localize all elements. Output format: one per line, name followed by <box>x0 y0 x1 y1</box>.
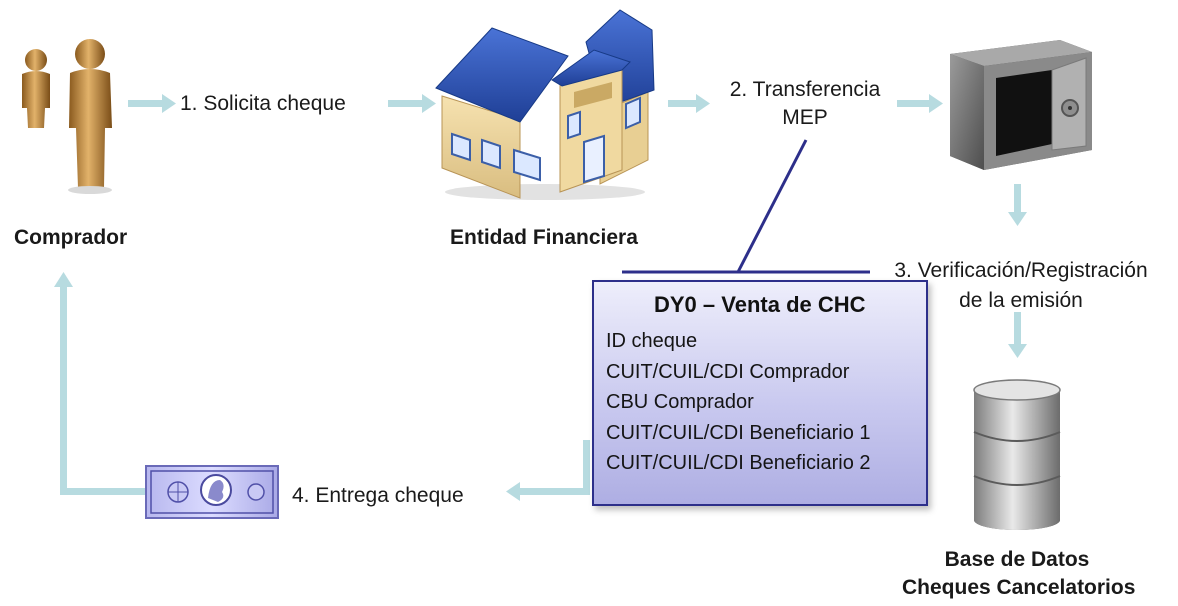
cheque-icon <box>145 465 279 519</box>
safe-icon <box>950 40 1092 170</box>
dy0-info-box: DY0 – Venta de CHC ID cheque CUIT/CUIL/C… <box>592 280 928 506</box>
step-3-line2: de la emisión <box>959 289 1083 312</box>
info-box-field: CBU Comprador <box>606 391 754 413</box>
database-icon <box>973 379 1061 530</box>
info-box-title: DY0 – Venta de CHC <box>654 292 866 317</box>
database-label-line1: Base de Datos <box>944 548 1090 571</box>
arrow-box-to-cheque <box>506 440 590 501</box>
arrow-comprador-to-entidad <box>128 94 436 113</box>
person-pair-icon <box>22 39 112 194</box>
arrow-cheque-to-comprador <box>54 272 146 495</box>
entidad-label: Entidad Financiera <box>450 226 638 249</box>
step-2-label: 2. Transferencia MEP <box>710 76 900 132</box>
database-label: Base de Datos Cheques Cancelatorios <box>902 546 1136 602</box>
comprador-label: Comprador <box>14 226 128 249</box>
step-4-label: 4. Entrega cheque <box>292 484 464 507</box>
bank-building-icon <box>435 9 655 200</box>
step-3-label: 3. Verificación/Registración de la emisi… <box>868 256 1174 316</box>
info-box-field: CUIT/CUIL/CDI Comprador <box>606 360 850 383</box>
info-box-field: CUIT/CUIL/CDI Beneficiario 1 <box>606 421 871 444</box>
info-box-field: CUIT/CUIL/CDI Beneficiario 2 <box>606 452 871 474</box>
step-2-line2: MEP <box>782 106 828 129</box>
info-box-field: ID cheque <box>606 330 698 352</box>
step-3-line1: 3. Verificación/Registración <box>894 259 1148 282</box>
connector-mep-to-box <box>622 139 870 274</box>
step-2-line1: 2. Transferencia <box>729 78 881 101</box>
arrow-entidad-to-safe <box>668 94 943 113</box>
step-1-label: 1. Solicita cheque <box>180 92 346 115</box>
arrow-safe-to-database <box>1008 184 1027 358</box>
database-label-line2: Cheques Cancelatorios <box>902 576 1136 599</box>
